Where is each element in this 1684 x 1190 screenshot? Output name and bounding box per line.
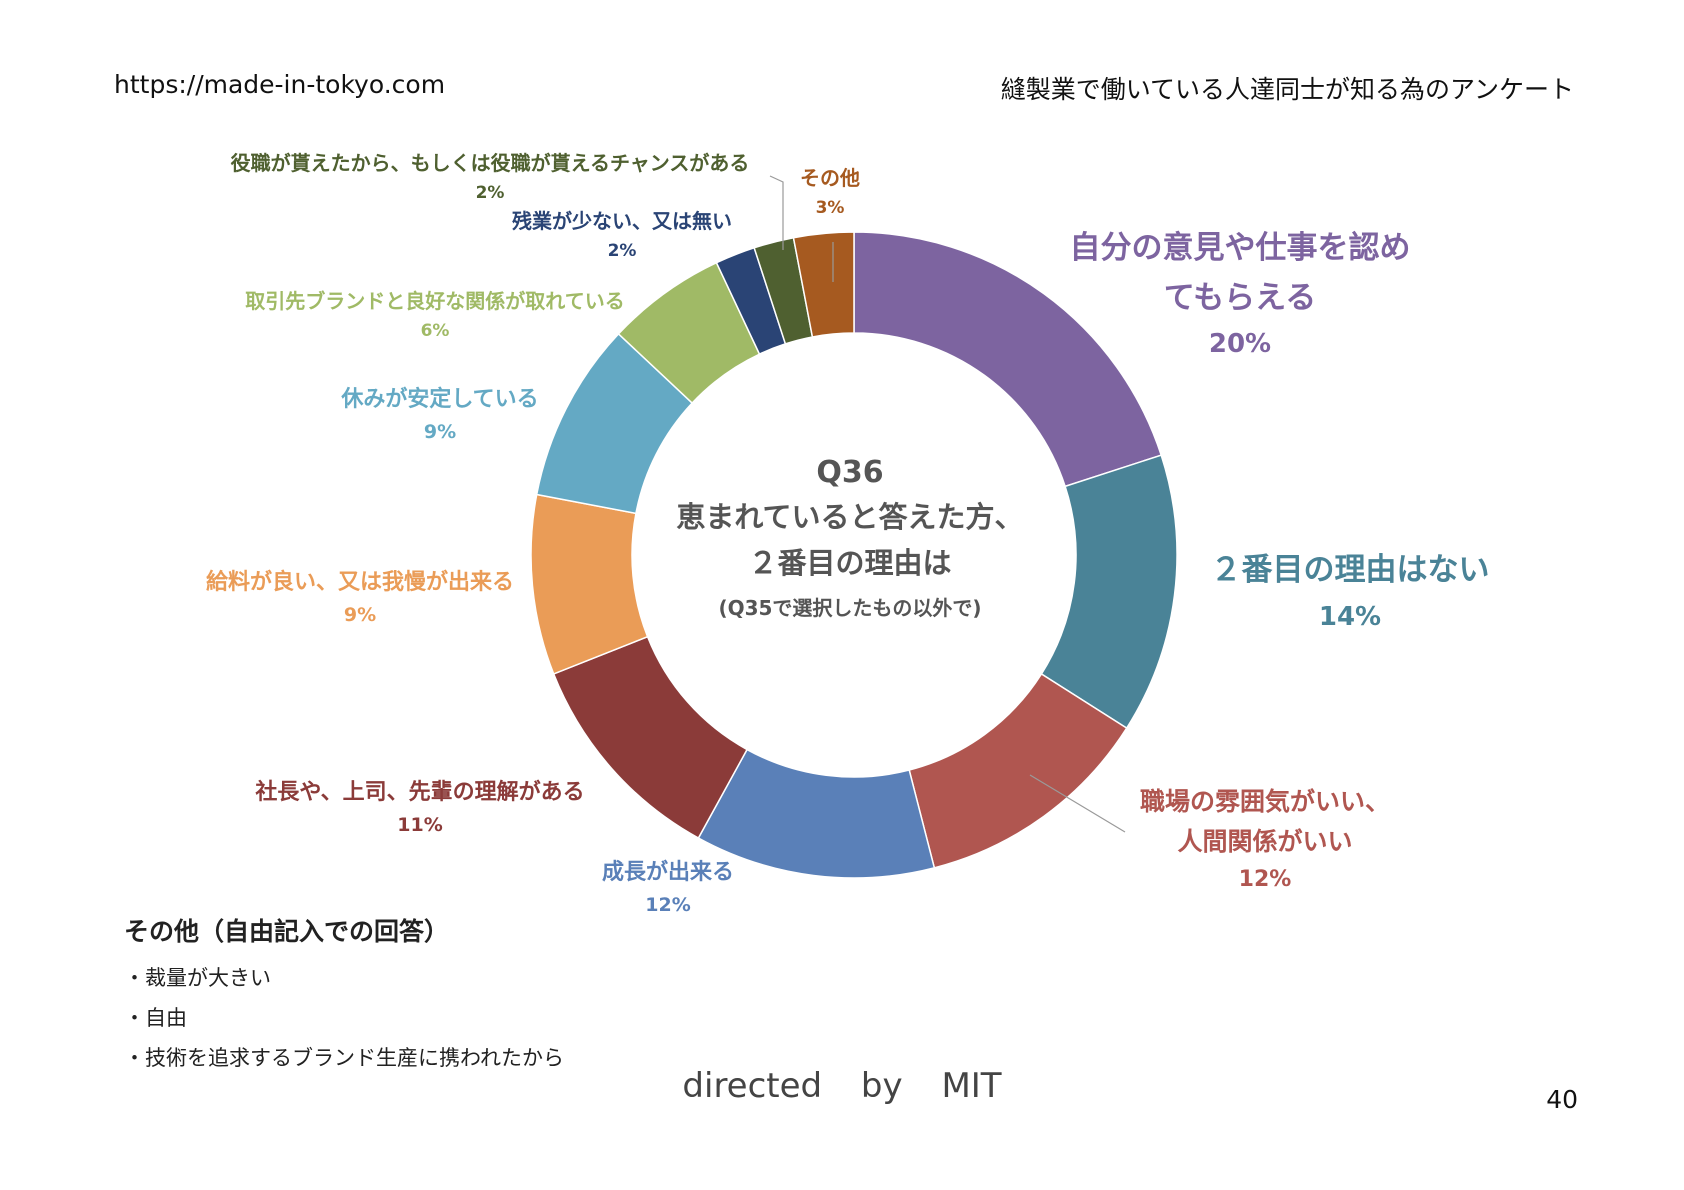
slice-label-text: 人間関係がいい (1177, 827, 1353, 856)
donut-slice (853, 231, 1163, 488)
slice-label: ２番目の理由はない 14% (950, 550, 1684, 635)
site-url: https://made-in-tokyo.com (114, 70, 446, 99)
slice-percent: 12% (645, 894, 691, 917)
slice-label-text: 社長や、上司、先輩の理解がある (255, 780, 585, 805)
slice-label-text: 休みが安定している (341, 387, 539, 412)
slice-label: 成長が出来る 12% (268, 858, 1068, 919)
slice-label-text: 職場の雰囲気がいい、 (1139, 787, 1390, 816)
leader-line (1029, 774, 1126, 833)
other-answer-item: ・技術を追求するブランド生産に携われたから (124, 1046, 564, 1070)
slice-percent: 9% (423, 421, 457, 444)
page-number: 40 (1546, 1085, 1578, 1114)
slice-label: 役職が貰えたから、もしくは役職が貰えるチャンスがある 2% (90, 150, 890, 205)
other-answer-item: ・自由 (124, 1006, 187, 1030)
question-line-1: 恵まれていると答えた方、 (676, 500, 1024, 534)
slice-label-text: 役職が貰えたから、もしくは役職が貰えるチャンスがある (230, 151, 750, 175)
question-number: Q36 (816, 455, 884, 490)
slice-label: 社長や、上司、先輩の理解がある 11% (20, 778, 820, 839)
other-answers-title: その他（自由記入での回答） (124, 917, 450, 946)
slice-label-text: その他 (800, 166, 860, 190)
slice-label-text: ２番目の理由はない (1210, 552, 1490, 588)
survey-title: 縫製業で働いている人達同士が知る為のアンケート (1000, 75, 1574, 104)
question-line-2: ２番目の理由は (748, 546, 952, 580)
slice-percent: 20% (1208, 329, 1272, 360)
slice-percent: 11% (397, 814, 443, 837)
slice-percent: 2% (607, 241, 637, 261)
other-answers: その他（自由記入での回答） ・裁量が大きい ・自由 ・技術を追求するブランド生産… (124, 912, 564, 1082)
slice-percent: 3% (815, 198, 845, 218)
question-note: (Q35で選択したもの以外で) (718, 596, 982, 620)
slice-percent: 9% (343, 604, 377, 627)
footer-credit: directed by MIT (682, 1066, 1002, 1106)
slice-label-text: 残業が少ない、又は無い (512, 209, 732, 233)
slice-percent: 6% (420, 321, 450, 341)
slice-label-text: 自分の意見や仕事を認め (1069, 230, 1411, 266)
slice-label-text: 給料が良い、又は我慢が出来る (205, 570, 514, 595)
slice-percent: 12% (1238, 867, 1292, 892)
donut-slice (792, 231, 855, 338)
slice-label: 残業が少ない、又は無い 2% (222, 208, 1022, 263)
chart-center-title: Q36 恵まれていると答えた方、 ２番目の理由は (Q35で選択したもの以外で) (600, 455, 1100, 621)
slice-label-text: 成長が出来る (601, 860, 734, 885)
slice-label-text: てもらえる (1163, 279, 1317, 316)
slice-label: 休みが安定している 9% (40, 385, 840, 446)
slice-label: 給料が良い、又は我慢が出来る 9% (0, 568, 760, 629)
slice-label: 職場の雰囲気がいい、人間関係がいい 12% (865, 785, 1665, 895)
slice-label-text: 取引先ブランドと良好な関係が取れている (245, 289, 625, 313)
slice-percent: 2% (475, 183, 505, 203)
leader-line (769, 175, 784, 250)
other-answers-list: ・裁量が大きい ・自由 ・技術を追求するブランド生産に携われたから (124, 962, 564, 1072)
slice-label: 自分の意見や仕事を認めてもらえる 20% (840, 228, 1640, 362)
slice-label: 取引先ブランドと良好な関係が取れている 6% (35, 288, 835, 343)
slice-percent: 14% (1318, 601, 1382, 632)
slice-label: その他 3% (430, 165, 1230, 220)
other-answer-item: ・裁量が大きい (124, 966, 271, 990)
